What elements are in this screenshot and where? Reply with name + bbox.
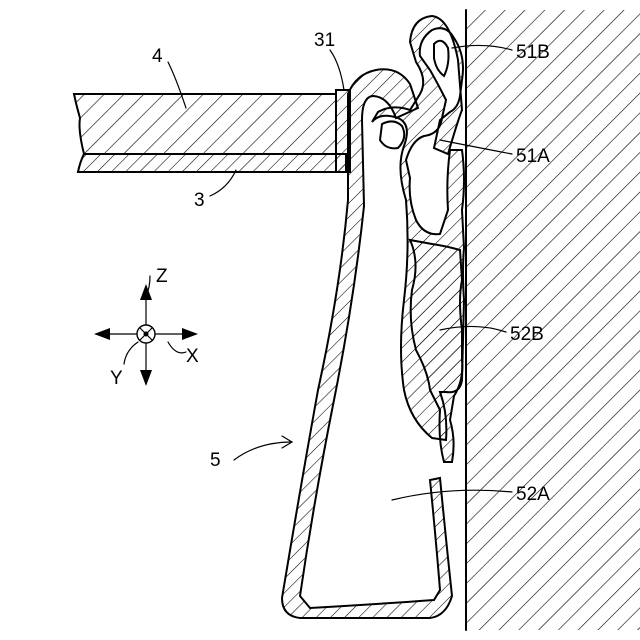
label-body-lower: 52A bbox=[516, 484, 550, 505]
label-gasket: 5 bbox=[210, 450, 221, 471]
wall bbox=[466, 10, 640, 630]
axis-label-z: Z bbox=[156, 266, 168, 287]
label-lip-lower: 51A bbox=[516, 146, 550, 167]
film-3 bbox=[78, 154, 346, 172]
label-film: 3 bbox=[194, 190, 205, 211]
plate-4 bbox=[74, 94, 336, 154]
label-lip-upper: 51B bbox=[516, 42, 550, 63]
axis-label-x: X bbox=[186, 346, 199, 367]
label-plate: 4 bbox=[152, 46, 163, 67]
label-flange: 31 bbox=[314, 30, 335, 51]
label-body-upper: 52B bbox=[510, 324, 544, 345]
axis-label-y: Y bbox=[110, 368, 123, 389]
